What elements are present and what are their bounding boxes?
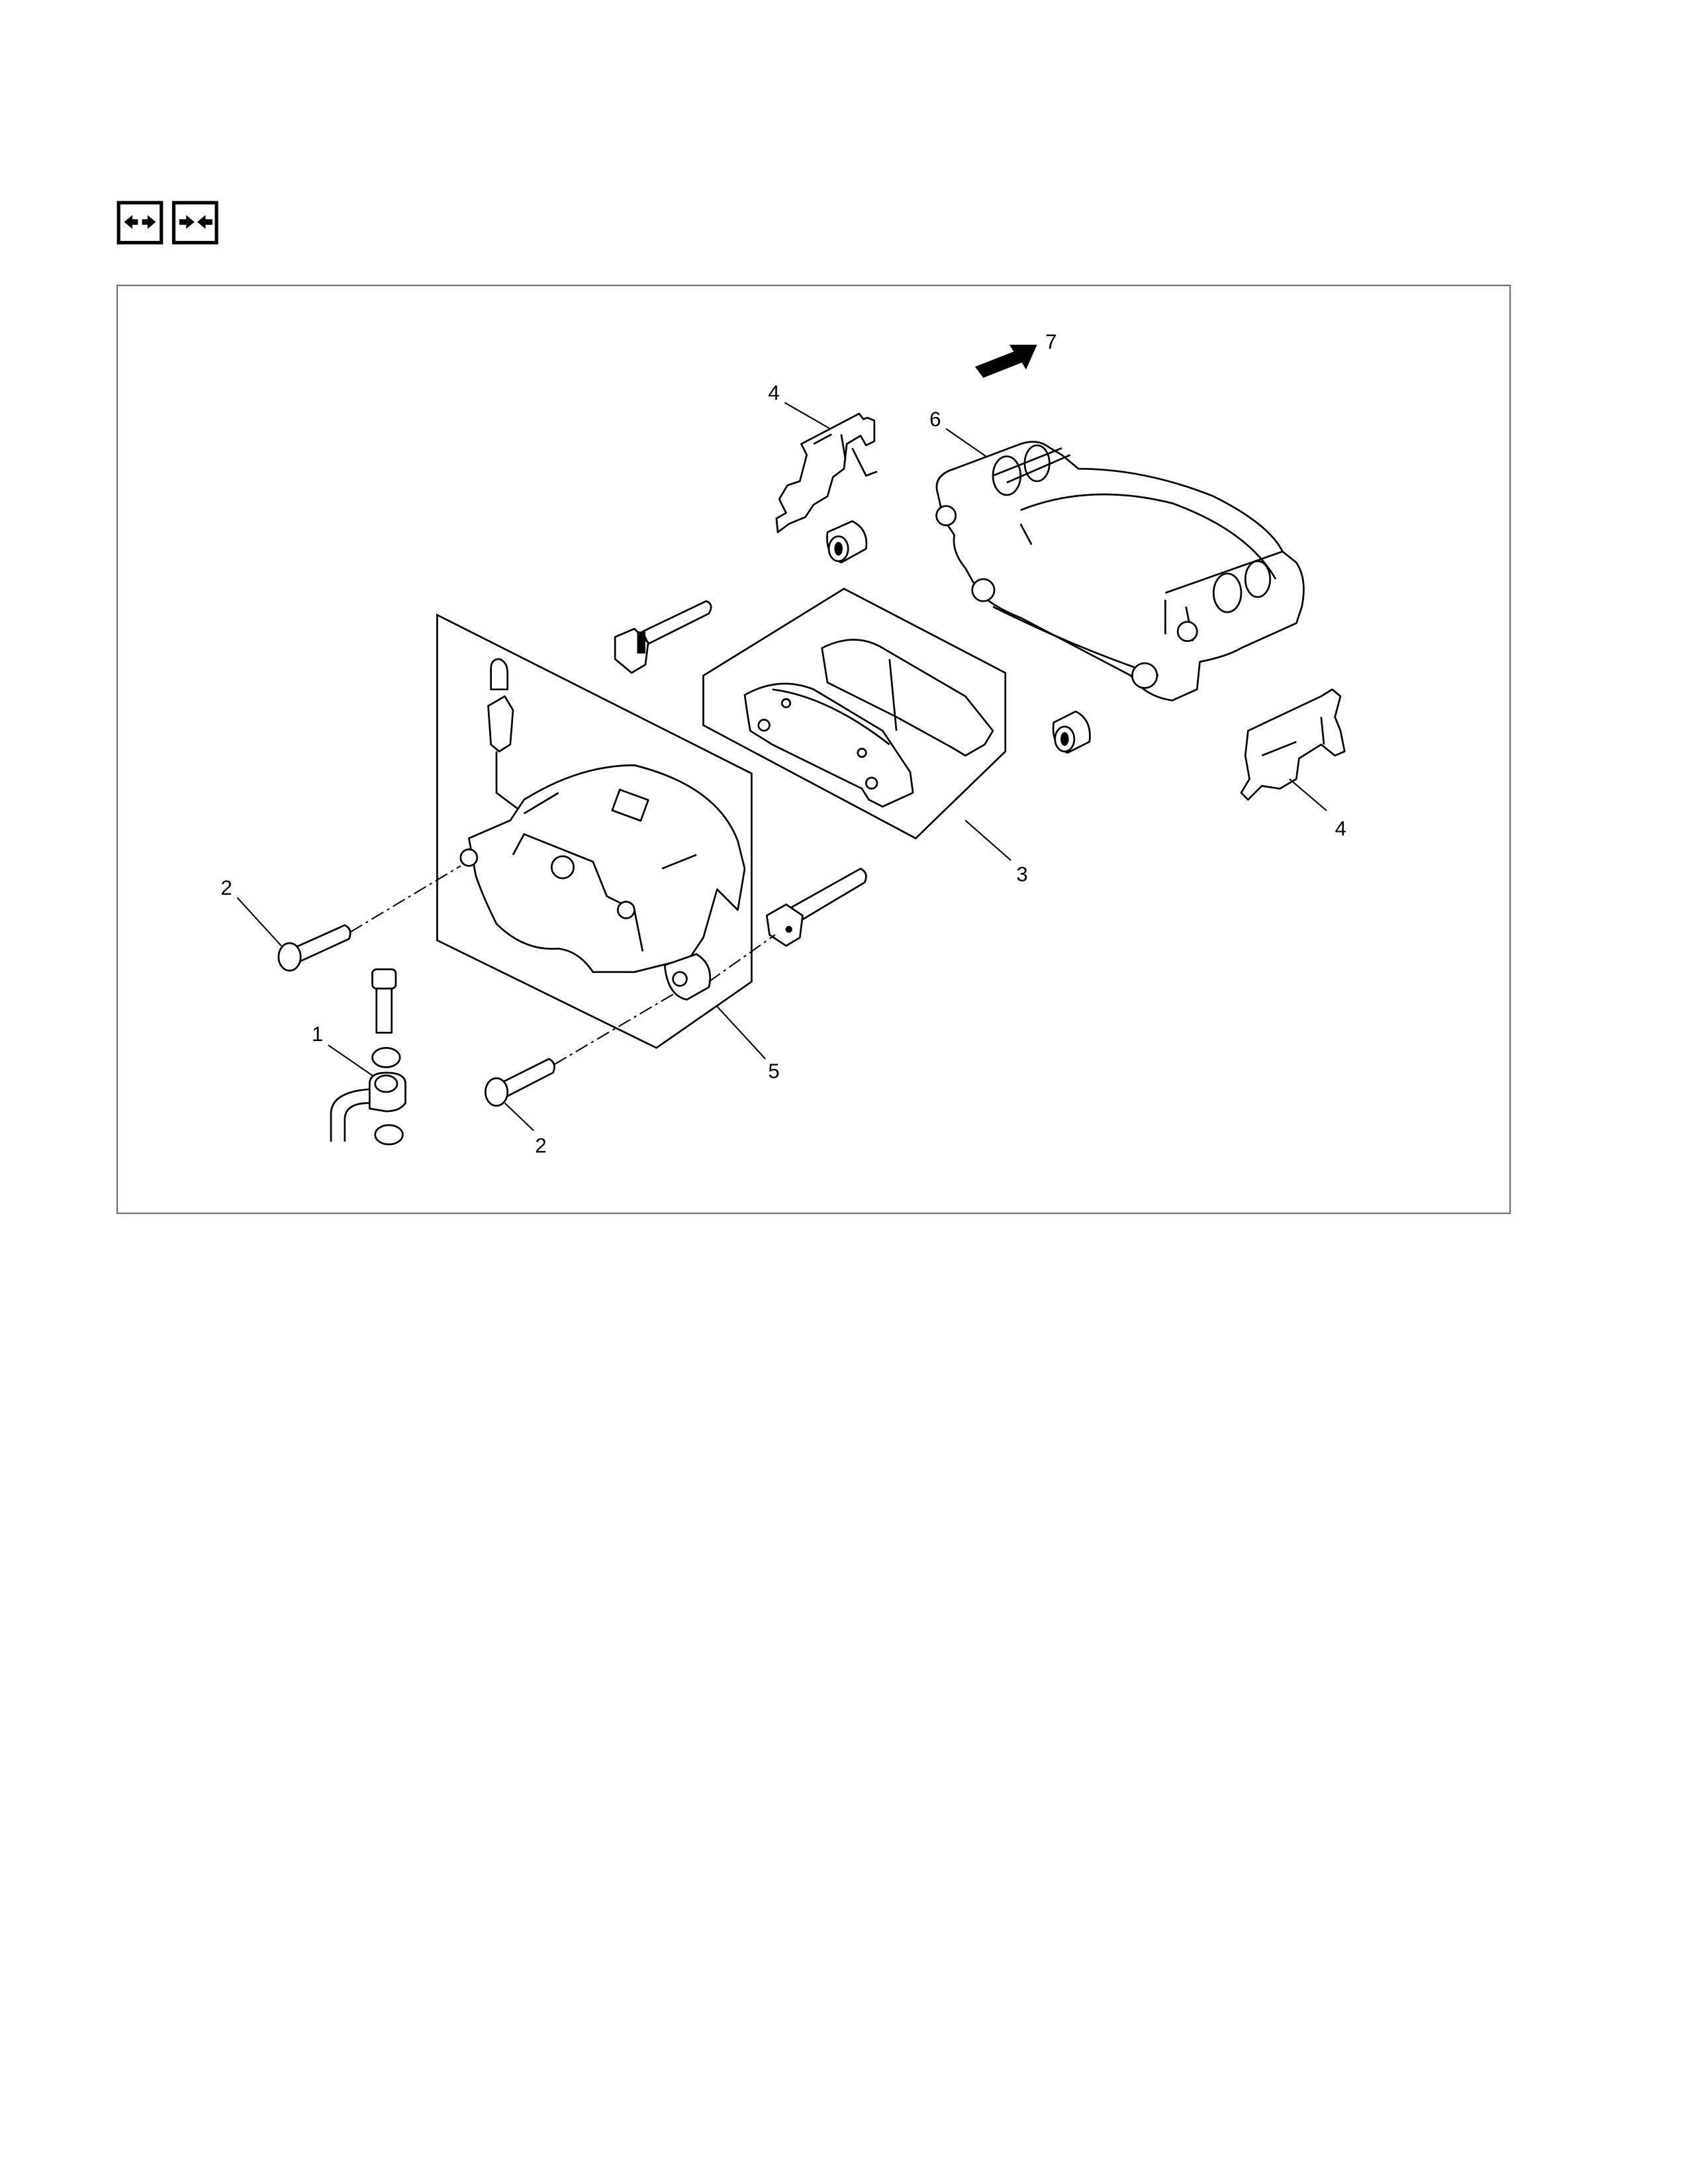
callout-3: 3 [1016, 862, 1027, 886]
guide-pin-upper [614, 600, 712, 674]
brake-pad-set [702, 588, 1007, 840]
bushing-lower [1052, 710, 1091, 754]
callout-7: 7 [1045, 330, 1056, 353]
callout-5: 5 [768, 1060, 779, 1083]
alignment-line-pin [708, 934, 776, 983]
caliper-assembly [436, 613, 753, 1049]
pad-retainer-clip-lower [1240, 688, 1346, 801]
mounting-bolt-lower [484, 1058, 555, 1107]
brake-hose-fitting [330, 1046, 406, 1146]
caliper-mounting-bracket [935, 441, 1305, 702]
mounting-bolt-upper [277, 924, 352, 972]
callout-6: 6 [929, 408, 941, 431]
callout-4-lower: 4 [1335, 817, 1346, 841]
guide-pin-lower [765, 868, 867, 947]
callout-2-upper: 2 [220, 876, 232, 899]
pad-retainer-clip-upper [775, 412, 878, 533]
forward-direction-arrow [974, 344, 1037, 378]
leader-lines [236, 402, 1327, 1132]
callout-4-upper: 4 [768, 381, 779, 404]
bushing-upper [826, 520, 868, 564]
callout-1: 1 [312, 1023, 323, 1046]
callout-2-lower: 2 [535, 1134, 546, 1158]
diagram-frame [117, 285, 1511, 1214]
alignment-line-upper [350, 865, 461, 933]
alignment-line-lower [553, 992, 677, 1066]
assembly-icon [171, 201, 218, 245]
union-bolt [371, 968, 397, 1034]
disassembly-icon [117, 201, 164, 245]
